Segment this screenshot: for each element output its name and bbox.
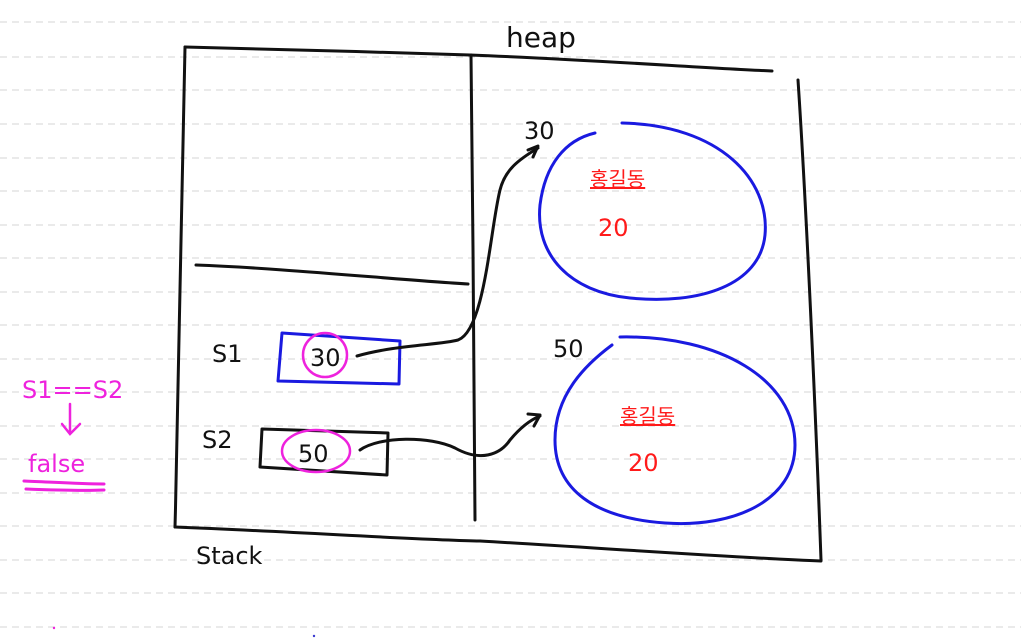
stack-region — [173, 45, 482, 543]
stack-top-border — [183, 45, 472, 57]
variable-s1-label: S1 — [212, 340, 243, 368]
ruled-guides — [0, 21, 1021, 628]
object2-age: 20 — [628, 449, 659, 477]
object1-age: 20 — [598, 214, 629, 242]
result-arrow — [60, 402, 82, 436]
stray-dot — [312, 634, 316, 638]
heap-object-1 — [538, 121, 767, 301]
heap-divider-line — [469, 53, 477, 522]
heap-region — [468, 53, 823, 563]
s2-value-highlight — [280, 428, 352, 474]
stack-frame-divider — [194, 263, 470, 286]
stack-label: Stack — [196, 542, 263, 570]
heap-address-top: 30 — [524, 117, 555, 145]
object1-name: 홍길동 — [590, 167, 645, 191]
s2-arrowhead — [526, 412, 542, 428]
stray-dot — [52, 626, 56, 630]
variable-s2-label: S2 — [202, 426, 233, 454]
result-underline-2 — [24, 487, 106, 492]
heap-address-bottom: 50 — [553, 335, 584, 363]
heap-label: heap — [506, 21, 576, 54]
s1-to-heap-arrow — [355, 146, 540, 358]
s1-reference-box — [276, 331, 402, 386]
heap-top-border — [468, 53, 774, 73]
s1-value-highlight — [301, 331, 349, 379]
stack-left-border — [173, 45, 187, 529]
s2-value: 50 — [298, 440, 329, 468]
result-underline-1 — [22, 479, 106, 486]
s1-arrowhead — [526, 144, 540, 159]
heap-object-2 — [553, 335, 797, 526]
s2-to-heap-arrow — [358, 414, 542, 457]
s1-value: 30 — [310, 344, 341, 372]
heap-bottom-border — [478, 539, 823, 563]
s2-reference-box — [258, 427, 390, 477]
comparison-result: false — [28, 450, 85, 478]
comparison-expression: S1==S2 — [22, 376, 123, 404]
heap-right-border — [796, 78, 823, 562]
object2-name: 홍길동 — [620, 404, 675, 428]
stack-bottom-border — [173, 525, 482, 543]
